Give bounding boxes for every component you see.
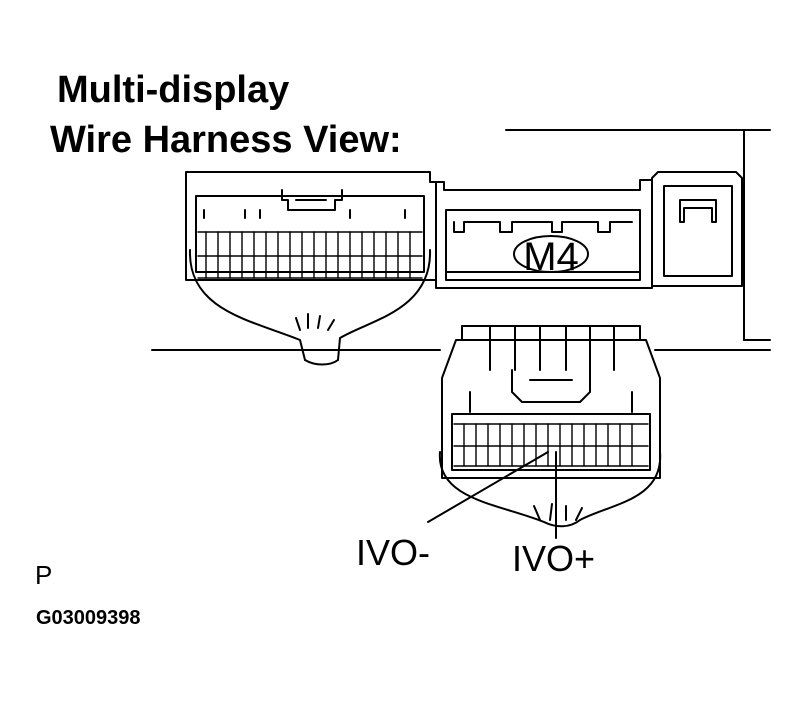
lower-harness-connector (438, 325, 662, 528)
m4-label-ring (513, 235, 589, 273)
corner-letter: P (35, 560, 53, 590)
upper-right-connector (651, 171, 743, 287)
title-line-1: Multi-display (57, 69, 290, 111)
ivo-minus-label: IVO- (356, 532, 431, 573)
m4-connector (435, 179, 653, 289)
panel-outline (151, 129, 771, 351)
figure-code: G03009398 (36, 607, 141, 629)
title-line-2: Wire Harness View: (50, 119, 402, 161)
ivo-plus-label: IVO+ (512, 538, 596, 579)
upper-left-connector (185, 171, 437, 366)
m4-label: M4 (523, 235, 579, 279)
ivo-minus-leader (427, 451, 549, 523)
pin-leaders (427, 451, 557, 539)
